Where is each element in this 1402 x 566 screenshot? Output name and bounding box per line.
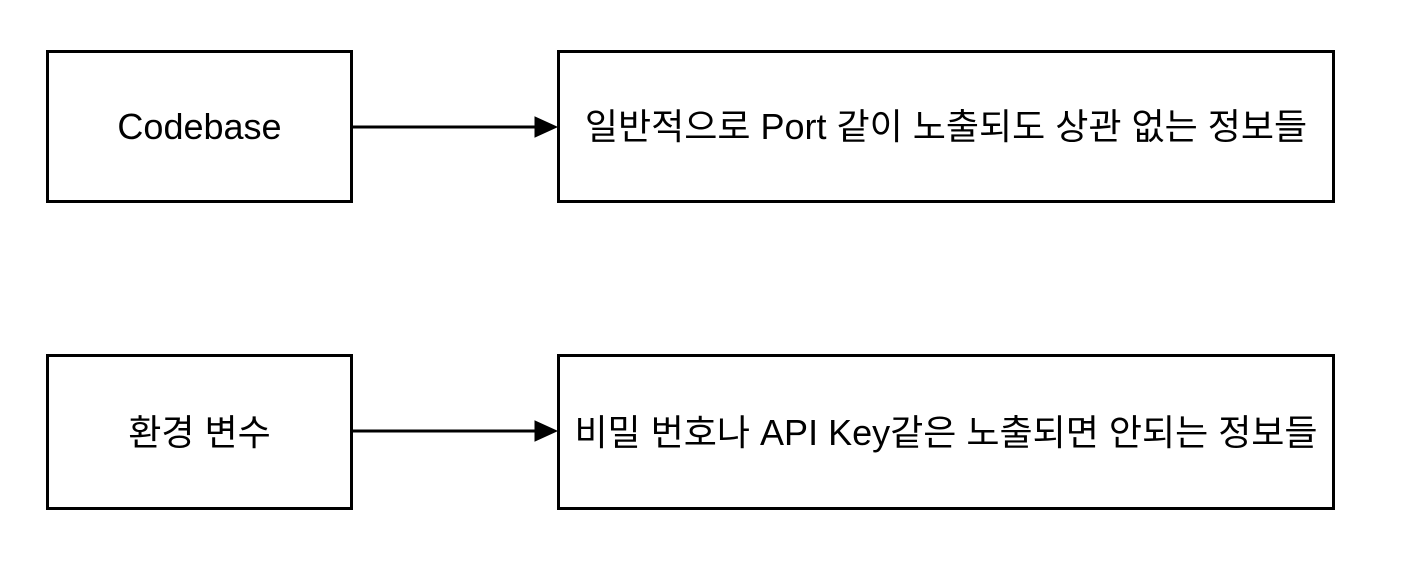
arrow-right-icon: [353, 420, 557, 442]
arrow-right-icon: [353, 116, 557, 138]
node-public-info: 일반적으로 Port 같이 노출되도 상관 없는 정보들: [557, 50, 1335, 203]
arrowhead-icon: [534, 116, 557, 138]
node-public-info-label: 일반적으로 Port 같이 노출되도 상관 없는 정보들: [584, 106, 1308, 147]
node-env-variables-label: 환경 변수: [128, 411, 271, 453]
node-codebase-label: Codebase: [117, 106, 282, 147]
node-secret-info: 비밀 번호나 API Key같은 노출되면 안되는 정보들: [557, 354, 1335, 510]
node-secret-info-label: 비밀 번호나 API Key같은 노출되면 안되는 정보들: [574, 411, 1318, 453]
node-env-variables: 환경 변수: [46, 354, 353, 510]
arrowhead-icon: [534, 420, 557, 442]
node-codebase: Codebase: [46, 50, 353, 203]
